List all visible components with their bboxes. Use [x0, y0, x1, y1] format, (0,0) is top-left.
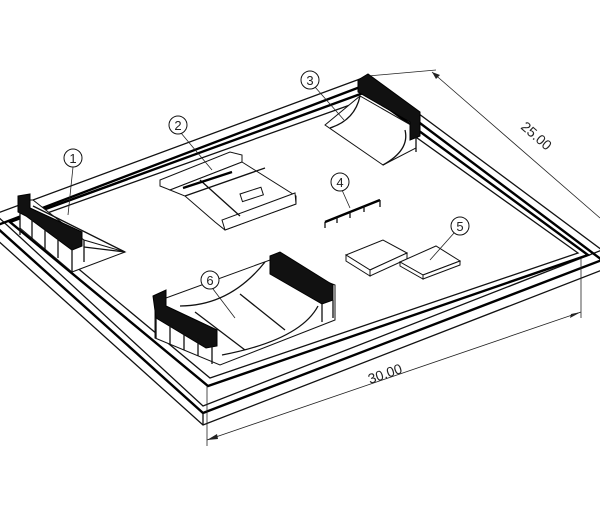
feature-5-manual-pads [344, 239, 462, 280]
feature-4-grind-rail [324, 198, 381, 228]
dimension-width-label: 25.00 [518, 118, 555, 153]
balloon-6: 6 [200, 270, 236, 319]
balloon-1-label: 1 [69, 151, 76, 166]
base-slab [0, 75, 600, 426]
balloon-4: 4 [330, 172, 351, 209]
feature-2-funbox [159, 151, 297, 231]
feature-3-quarter-pipe [324, 73, 421, 166]
balloon-1: 1 [63, 148, 83, 216]
balloon-2-label: 2 [174, 118, 181, 133]
balloon-5: 5 [429, 216, 470, 261]
balloon-6-label: 6 [206, 273, 213, 288]
balloon-4-label: 4 [336, 175, 343, 190]
feature-6-half-pipe [152, 251, 336, 366]
feature-1-launch-ramp [17, 193, 127, 273]
balloon-2: 2 [168, 115, 213, 171]
balloon-5-label: 5 [456, 219, 463, 234]
dimension-length-label: 30.00 [366, 360, 405, 387]
balloon-3: 3 [300, 70, 345, 121]
balloon-3-label: 3 [306, 73, 313, 88]
